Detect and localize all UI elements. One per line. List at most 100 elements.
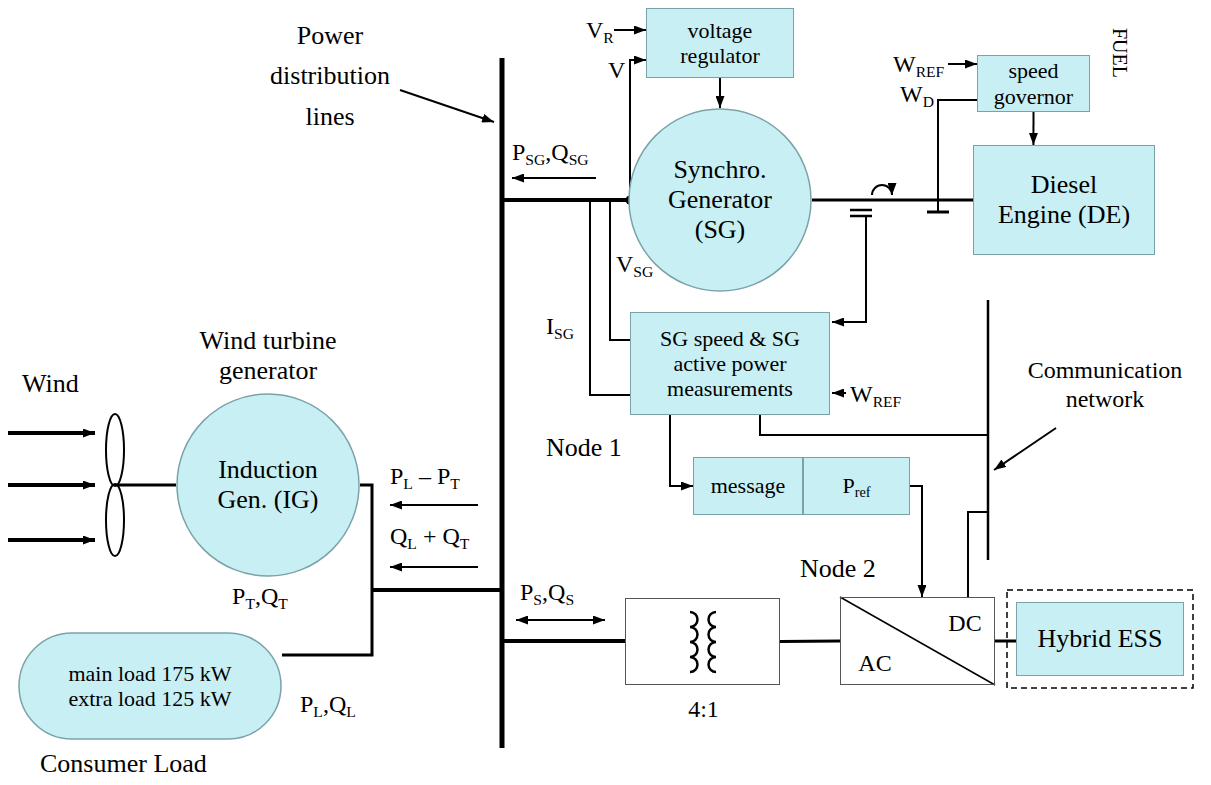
text-part: V xyxy=(586,17,603,43)
subscript-part: SG xyxy=(633,263,653,280)
text-part: Hybrid ESS xyxy=(1038,624,1163,653)
subscript-part: S xyxy=(565,591,574,608)
flow-label: PL – PT xyxy=(390,462,460,491)
text-part: Node 2 xyxy=(800,554,876,583)
subscript-part: T xyxy=(278,595,288,612)
node-text: 4:1 xyxy=(626,696,781,724)
node-text: extra load 125 kW xyxy=(68,686,231,711)
text-part: P xyxy=(520,579,533,605)
text-part: Induction Gen. (IG) xyxy=(217,455,318,514)
text-part: Diesel Engine (DE) xyxy=(998,170,1130,229)
flow-label: QL + QT xyxy=(390,522,469,551)
bus-bar xyxy=(500,58,505,748)
text-part: – P xyxy=(413,463,450,489)
subscript-part: SG xyxy=(525,151,545,168)
transformer-box: 4:1 xyxy=(625,598,780,685)
connector xyxy=(910,486,922,597)
coil-symbol xyxy=(690,612,698,672)
text-part: P xyxy=(300,691,313,717)
bus-label: Power distribution lines xyxy=(245,16,415,137)
part-label: Wind turbine generator xyxy=(168,326,368,386)
flow-label: PS,QS xyxy=(520,578,574,607)
subscript-part: L xyxy=(313,703,323,720)
signal-arrow xyxy=(832,392,846,394)
text-part: V xyxy=(616,251,633,277)
node-text: voltage regulator xyxy=(655,18,785,69)
text-part: FUEL xyxy=(1109,28,1131,78)
dashed-outline xyxy=(1007,590,1193,688)
signal-name: V xyxy=(608,56,625,85)
engine-box: Diesel Engine (DE) xyxy=(973,145,1155,255)
node-text: main load 175 kW xyxy=(68,661,231,686)
turbine-blade xyxy=(106,414,124,486)
turbine-shaft xyxy=(115,484,176,487)
circle-shape xyxy=(177,394,359,576)
node-text: message xyxy=(711,473,786,498)
storage-box: Hybrid ESS xyxy=(1016,602,1184,676)
sensor-symbol xyxy=(927,211,949,214)
subscript-part: S xyxy=(533,591,542,608)
subscript-part: SG xyxy=(569,151,589,168)
connector xyxy=(995,639,1016,642)
network-bus xyxy=(987,300,990,560)
leader-arrow xyxy=(994,428,1056,470)
subscript-part: REF xyxy=(873,393,902,410)
text-part: W xyxy=(850,381,873,407)
text-part: P xyxy=(232,583,245,609)
flow-arrow xyxy=(512,177,596,179)
text-part: + Q xyxy=(417,523,460,549)
text-part: Communication network xyxy=(1028,357,1183,412)
signal-wire xyxy=(832,216,866,322)
sensor-symbol xyxy=(850,209,872,212)
text-part: Wind turbine generator xyxy=(200,326,337,385)
leader-arrow xyxy=(400,90,494,122)
message-box: message xyxy=(693,457,803,515)
subscript-part: D xyxy=(923,93,934,110)
wind-arrow xyxy=(8,483,95,487)
text-part: P xyxy=(512,139,525,165)
text-part: W xyxy=(893,51,916,77)
signal-wire xyxy=(590,200,630,395)
rotation-symbol xyxy=(872,185,892,195)
text-part: I xyxy=(546,313,554,339)
converter-diagonal xyxy=(840,597,995,685)
text-part: voltage regulator xyxy=(680,18,759,68)
subscript-part: L xyxy=(403,475,413,492)
text-part: Wind xyxy=(22,369,79,398)
signal-name: VR xyxy=(586,16,614,45)
controller-box: voltage regulator xyxy=(646,8,794,78)
signal-arrow xyxy=(614,29,646,31)
text-part: Consumer Load xyxy=(40,749,207,778)
wind-arrow xyxy=(8,538,95,542)
subscript-part: ref xyxy=(855,485,871,501)
text-part: ,Q xyxy=(545,139,568,165)
node-text: Induction Gen. (IG) xyxy=(203,455,333,515)
flow-arrow xyxy=(390,566,478,568)
text-part: ,Q xyxy=(255,583,278,609)
feedback-wire xyxy=(938,100,977,212)
generator-circle: Synchro. Generator (SG) xyxy=(628,108,812,292)
node-text: Synchro. Generator (SG) xyxy=(655,155,785,245)
text-part: 4:1 xyxy=(688,696,719,722)
flow-label: PT,QT xyxy=(215,582,305,611)
signal-name: FUEL xyxy=(1108,28,1132,78)
signal-name: ISG xyxy=(546,312,574,341)
flow-label: PSG,QSG xyxy=(512,138,589,167)
text-part: speed governor xyxy=(994,58,1073,108)
turbine-blade xyxy=(106,484,124,556)
text-part: DC xyxy=(948,610,981,636)
text-part: SG speed & SG active power measurements xyxy=(660,326,800,402)
subscript-part: T xyxy=(460,535,470,552)
network-wire xyxy=(968,512,988,597)
wires xyxy=(8,30,1193,748)
power-wire xyxy=(282,590,372,655)
subscript-part: SG xyxy=(554,325,574,342)
node-text: SG speed & SG active power measurements xyxy=(650,326,810,402)
subscript-part: R xyxy=(603,29,613,46)
text-part: ,Q xyxy=(542,579,565,605)
power-wire xyxy=(372,588,502,592)
text-part: AC xyxy=(858,650,891,676)
subscript-part: L xyxy=(346,703,356,720)
reference-box: Pref xyxy=(803,457,910,515)
part-label: Wind xyxy=(22,368,79,399)
